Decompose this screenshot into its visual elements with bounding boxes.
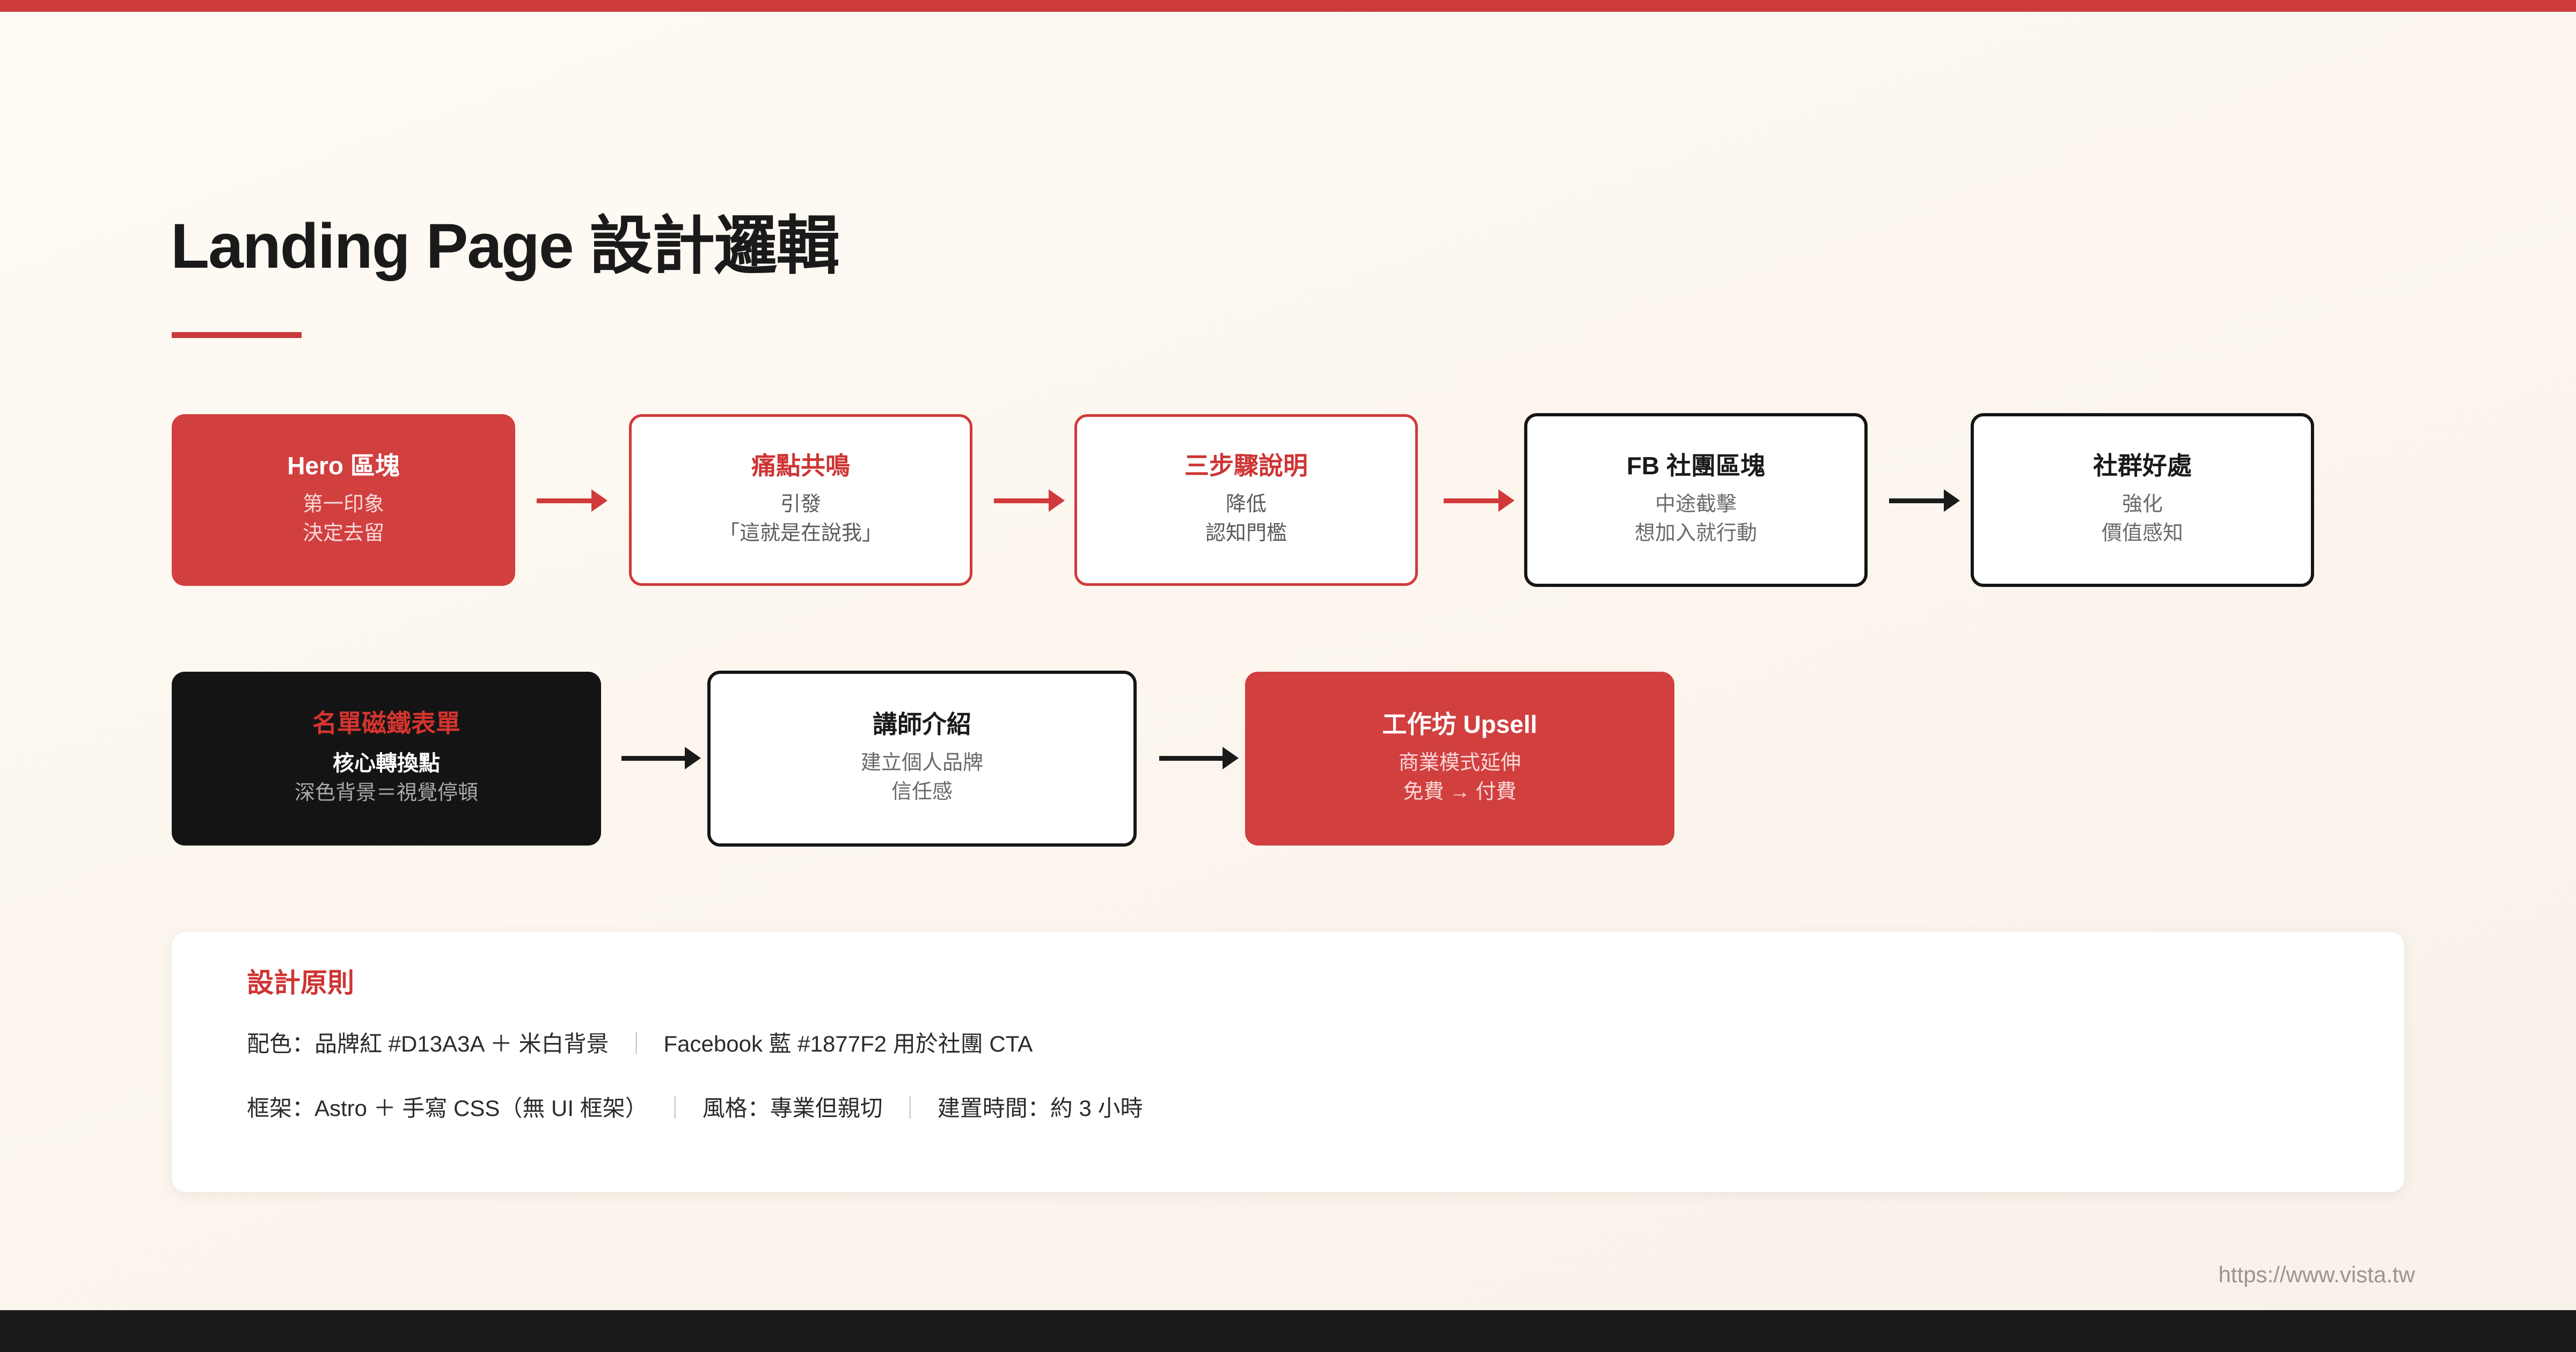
flow-box-lead-magnet-form[interactable]: 名單磁鐵表單 核心轉換點 深色背景＝視覺停頓 xyxy=(172,672,601,846)
flow-box-line-1: 中途截擊 xyxy=(1655,493,1737,516)
flow-box-line-2: 認知門檻 xyxy=(1205,522,1287,545)
flow-arrow-3 xyxy=(1444,489,1514,512)
principles-separator: ｜ xyxy=(663,1096,686,1121)
flow-box-title: 痛點共鳴 xyxy=(751,451,850,480)
arrow-head xyxy=(1944,489,1960,512)
page-title: Landing Page 設計邏輯 xyxy=(171,211,839,282)
flow-box-line-1: 降低 xyxy=(1225,493,1267,516)
principles-buildtime-text: 建置時間：約 3 小時 xyxy=(937,1096,1143,1121)
flow-box-title: 三步驟說明 xyxy=(1184,451,1308,480)
principles-colors-text: 配色：品牌紅 #D13A3A ＋ 米白背景 xyxy=(247,1031,609,1056)
flow-box-line-1: 第一印象 xyxy=(302,493,384,516)
flow-arrow-4 xyxy=(1889,489,1960,512)
arrow-head xyxy=(685,747,701,769)
arrow-head xyxy=(1498,489,1514,512)
arrow-shaft xyxy=(1889,498,1944,503)
arrow-shaft xyxy=(1159,755,1223,761)
flow-box-line-1: 商業模式延伸 xyxy=(1398,752,1521,775)
flow-box-line-2: 信任感 xyxy=(891,781,953,804)
principles-separator: ｜ xyxy=(898,1096,921,1121)
principles-framework-text: 框架：Astro ＋ 手寫 CSS（無 UI 框架） xyxy=(247,1096,648,1121)
arrow-shaft xyxy=(994,498,1049,503)
flow-box-title: 名單磁鐵表單 xyxy=(312,709,460,738)
flow-box-line-2: 深色背景＝視覺停頓 xyxy=(294,781,478,804)
flow-box-line-2: 免費 → 付費 xyxy=(1403,781,1517,804)
principles-line-stack: 框架：Astro ＋ 手寫 CSS（無 UI 框架） ｜ 風格：專業但親切 ｜ 建置時間… xyxy=(247,1090,1143,1123)
flow-box-fb-group[interactable]: FB 社團區塊 中途截擊 想加入就行動 xyxy=(1524,413,1868,587)
footer-url[interactable]: https://www.vista.tw xyxy=(2218,1262,2415,1287)
flow-box-three-steps[interactable]: 三步驟說明 降低 認知門檻 xyxy=(1074,414,1418,586)
arrow-shaft xyxy=(537,498,591,503)
arrow-head xyxy=(1049,489,1065,512)
design-principles-card: 設計原則 配色：品牌紅 #D13A3A ＋ 米白背景 ｜ Facebook 藍 #1… xyxy=(172,932,2404,1192)
flow-box-title: 講師介紹 xyxy=(873,710,971,738)
flow-arrow-6 xyxy=(1159,747,1245,769)
top-accent-bar xyxy=(0,0,2576,12)
flow-box-line-1: 建立個人品牌 xyxy=(860,752,983,775)
flow-box-title: FB 社團區塊 xyxy=(1626,451,1766,480)
principles-facebook-text: Facebook 藍 #1877F2 用於社團 CTA xyxy=(663,1031,1033,1056)
flow-arrow-1 xyxy=(537,489,608,512)
bottom-bar xyxy=(0,1310,2576,1352)
flow-box-community-benefit[interactable]: 社群好處 強化 價值感知 xyxy=(1971,413,2314,587)
arrow-shaft xyxy=(621,755,685,761)
principles-separator: ｜ xyxy=(625,1031,648,1056)
flow-box-workshop-upsell[interactable]: 工作坊 Upsell 商業模式延伸 免費 → 付費 xyxy=(1245,672,1674,846)
flow-box-line-2: 想加入就行動 xyxy=(1634,522,1757,545)
flow-arrow-5 xyxy=(621,747,707,769)
flow-box-title: 工作坊 Upsell xyxy=(1382,710,1538,738)
flow-box-title: Hero 區塊 xyxy=(287,451,400,480)
flow-box-line-2: 「這就是在說我」 xyxy=(719,522,882,545)
principles-style-text: 風格：專業但親切 xyxy=(702,1096,883,1121)
title-underline-accent xyxy=(172,332,302,338)
slide-canvas: Landing Page 設計邏輯 Hero 區塊 第一印象 決定去留 痛點共鳴… xyxy=(0,12,2576,1310)
flow-arrow-2 xyxy=(994,489,1065,512)
flow-box-title: 社群好處 xyxy=(2093,451,2192,480)
flow-box-line-1: 核心轉換點 xyxy=(333,752,440,776)
flow-box-line-2: 價值感知 xyxy=(2101,522,2183,545)
flow-box-pain-point[interactable]: 痛點共鳴 引發 「這就是在說我」 xyxy=(629,414,972,586)
flow-box-hero[interactable]: Hero 區塊 第一印象 決定去留 xyxy=(172,414,515,586)
flow-box-instructor-intro[interactable]: 講師介紹 建立個人品牌 信任感 xyxy=(707,671,1137,847)
design-principles-heading: 設計原則 xyxy=(247,968,354,998)
arrow-shaft xyxy=(1444,498,1498,503)
flow-box-line-1: 強化 xyxy=(2121,493,2163,516)
flow-box-line-2: 決定去留 xyxy=(302,522,384,545)
flow-box-line-1: 引發 xyxy=(780,493,821,516)
principles-line-colors: 配色：品牌紅 #D13A3A ＋ 米白背景 ｜ Facebook 藍 #1877F2… xyxy=(247,1026,1033,1059)
arrow-head xyxy=(1223,747,1239,769)
arrow-head xyxy=(591,489,608,512)
